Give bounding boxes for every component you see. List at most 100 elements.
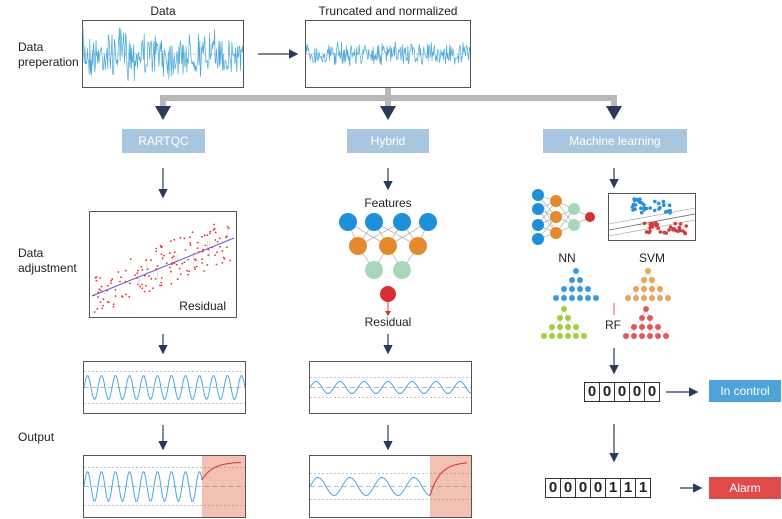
scatter-point (195, 259, 197, 261)
svm-point (658, 205, 662, 210)
raw-data-panel (82, 20, 244, 88)
residual-trace (83, 375, 246, 400)
scatter-point (144, 274, 146, 277)
tree-node (549, 324, 555, 330)
in-control-badge: In control (709, 380, 781, 402)
scatter-point (214, 254, 216, 256)
tree-node (633, 295, 639, 301)
scatter-point (168, 252, 171, 254)
digit-cell: 1 (606, 479, 621, 497)
scatter-point (186, 269, 189, 272)
svm-point (661, 199, 666, 204)
scatter-point (227, 227, 230, 230)
scatter-point (204, 244, 207, 247)
digit-cell: 1 (638, 479, 648, 496)
scatter-point (114, 295, 117, 297)
tree-node (557, 333, 563, 339)
hybrid-network-diagram (339, 213, 437, 316)
tree-node (577, 277, 583, 283)
svm-point (667, 228, 671, 232)
svm-point (658, 230, 663, 234)
scatter-point (124, 280, 127, 283)
digit-cell: 1 (621, 479, 636, 497)
arrowhead-ml (606, 106, 622, 120)
scatter-point (206, 264, 209, 266)
tree-node (625, 295, 631, 301)
tree-node (557, 315, 563, 321)
scatter-point (124, 269, 127, 272)
digit-cell: 0 (615, 383, 630, 401)
scatter-point (214, 239, 217, 241)
scatter-point (111, 278, 114, 281)
scatter-point (207, 254, 210, 256)
tree-node (561, 286, 567, 292)
scatter-point (97, 296, 99, 298)
tree-node (573, 268, 579, 274)
svm-point (653, 199, 657, 204)
scatter-point (160, 253, 163, 255)
scatter-point (198, 251, 200, 253)
svm-point (631, 208, 635, 212)
tree-node (645, 268, 651, 274)
scatter-point (99, 277, 101, 279)
scatter-point (112, 305, 115, 308)
scatter-point (201, 262, 204, 264)
scatter-point (106, 301, 109, 303)
scatter-point (213, 227, 216, 230)
scatter-point (209, 232, 211, 235)
scatter-point (114, 288, 117, 291)
scatter-point (95, 279, 98, 282)
scatter-point (225, 236, 227, 239)
scatter-point (171, 256, 174, 259)
regression-line (91, 237, 235, 297)
hidden-node (365, 261, 383, 279)
scatter-point (94, 276, 97, 279)
scatter-point (221, 262, 224, 264)
nn-diagram (532, 189, 595, 245)
scatter-point (187, 258, 190, 261)
scatter-point (155, 250, 158, 253)
tree-node (577, 286, 583, 292)
scatter-point (117, 271, 120, 273)
svm-point (668, 225, 673, 229)
tree-node (569, 295, 575, 301)
hybrid-output-panel (309, 455, 472, 518)
scatter-point (169, 266, 171, 269)
scatter-point (176, 278, 179, 281)
tree-node (585, 295, 591, 301)
digit-cell: 0 (576, 479, 591, 497)
stage-label-output: Output (18, 430, 55, 444)
tree-node (541, 333, 547, 339)
tree-node (573, 324, 579, 330)
tree-node (663, 333, 669, 339)
svm-point (647, 230, 651, 235)
scatter-point (201, 235, 203, 238)
scatter-point (215, 263, 218, 266)
scatter-point (160, 277, 163, 279)
scatter-point (100, 285, 103, 288)
scatter-point (191, 231, 194, 234)
scatter-point (189, 242, 192, 245)
scatter-point (175, 263, 178, 266)
scatter-point (201, 250, 204, 253)
tree-node (585, 286, 591, 292)
scatter-point (203, 270, 205, 272)
svm-panel (608, 193, 696, 241)
digit-cell: 0 (561, 479, 576, 497)
feature-node (393, 213, 411, 231)
scatter-point (226, 246, 228, 249)
scatter-point (206, 234, 209, 236)
scatter-point (119, 280, 121, 283)
scatter-point (207, 248, 210, 251)
svm-point (650, 222, 655, 226)
svm-point (642, 221, 647, 226)
tree-node (647, 315, 653, 321)
scatter-point (129, 282, 131, 285)
rartqc-residual-label: Residual (179, 299, 226, 313)
tree-node (565, 315, 571, 321)
scatter-point (139, 285, 142, 288)
tree-node (565, 324, 571, 330)
scatter-point (101, 307, 104, 310)
scatter-point (218, 237, 221, 240)
digit-cell: 0 (585, 383, 600, 401)
